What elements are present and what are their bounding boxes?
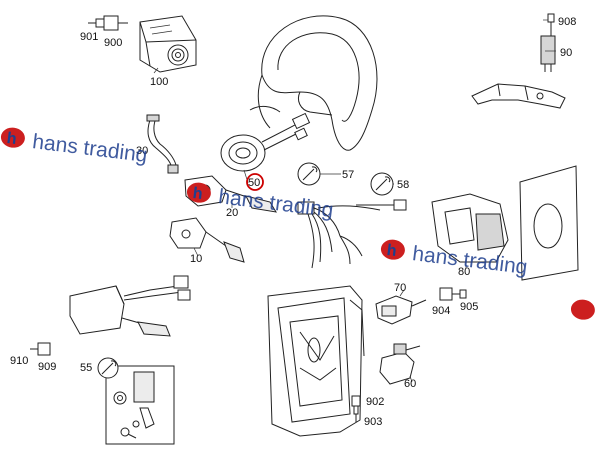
watermark-logo-letter: h [6,130,18,148]
watermark-1: h hans trading [0,127,149,167]
part-label-904: 904 [432,305,450,317]
watermark-logo [570,299,595,320]
wrench-icon [370,172,394,196]
steering-wheel [249,15,378,151]
part-label-57: 57 [342,169,354,181]
watermark-logo [0,127,25,148]
watermark-4 [570,299,595,320]
part-label-902: 902 [366,396,384,408]
part-label-903: 903 [364,416,382,428]
part-label-20: 20 [226,207,238,219]
watermark-logo [380,239,405,260]
sensor-60 [379,343,421,385]
part-label-905: 905 [460,301,478,313]
watermark-text: hans trading [31,130,149,167]
part-label-55: 55 [80,362,92,374]
brake-light-switch [375,295,427,325]
part-label-10: 10 [190,253,202,265]
multifunction-switch [169,217,245,263]
part-label-58: 58 [397,179,409,191]
part-label-90: 90 [560,47,572,59]
part-label-910: 910 [10,355,28,367]
connector-58 [356,199,407,211]
pedal-frame [267,285,365,437]
part-label-80: 80 [458,266,470,278]
column-cover [431,165,579,281]
repair-kit-box [105,365,175,445]
part-label-60: 60 [404,378,416,390]
part-label-30: 30 [136,145,148,157]
wrench-icon [97,357,119,379]
connector-900-901 [88,15,128,31]
part-label-50: 50 [248,177,260,189]
part-label-900: 900 [104,37,122,49]
bolts-902-903 [351,395,361,422]
connector-904-905 [439,287,467,301]
part-label-908: 908 [558,16,576,28]
connector-908-90 [540,13,556,72]
watermark-logo [186,182,211,203]
part-label-909: 909 [38,361,56,373]
watermark-logo-letter: h [192,185,204,203]
part-label-100: 100 [150,76,168,88]
wrench-icon [297,162,321,186]
mounting-bracket [471,83,566,109]
switch-module [139,15,197,73]
highlight-circle [246,173,264,191]
wiring-harness [297,201,381,269]
column-lower-assembly [30,275,191,356]
part-label-70: 70 [394,282,406,294]
part-label-901: 901 [80,31,98,43]
cable-30 [146,114,179,174]
leader-lines [153,19,556,383]
watermark-logo-letter: h [386,242,398,260]
clock-spring-assembly [220,112,311,172]
